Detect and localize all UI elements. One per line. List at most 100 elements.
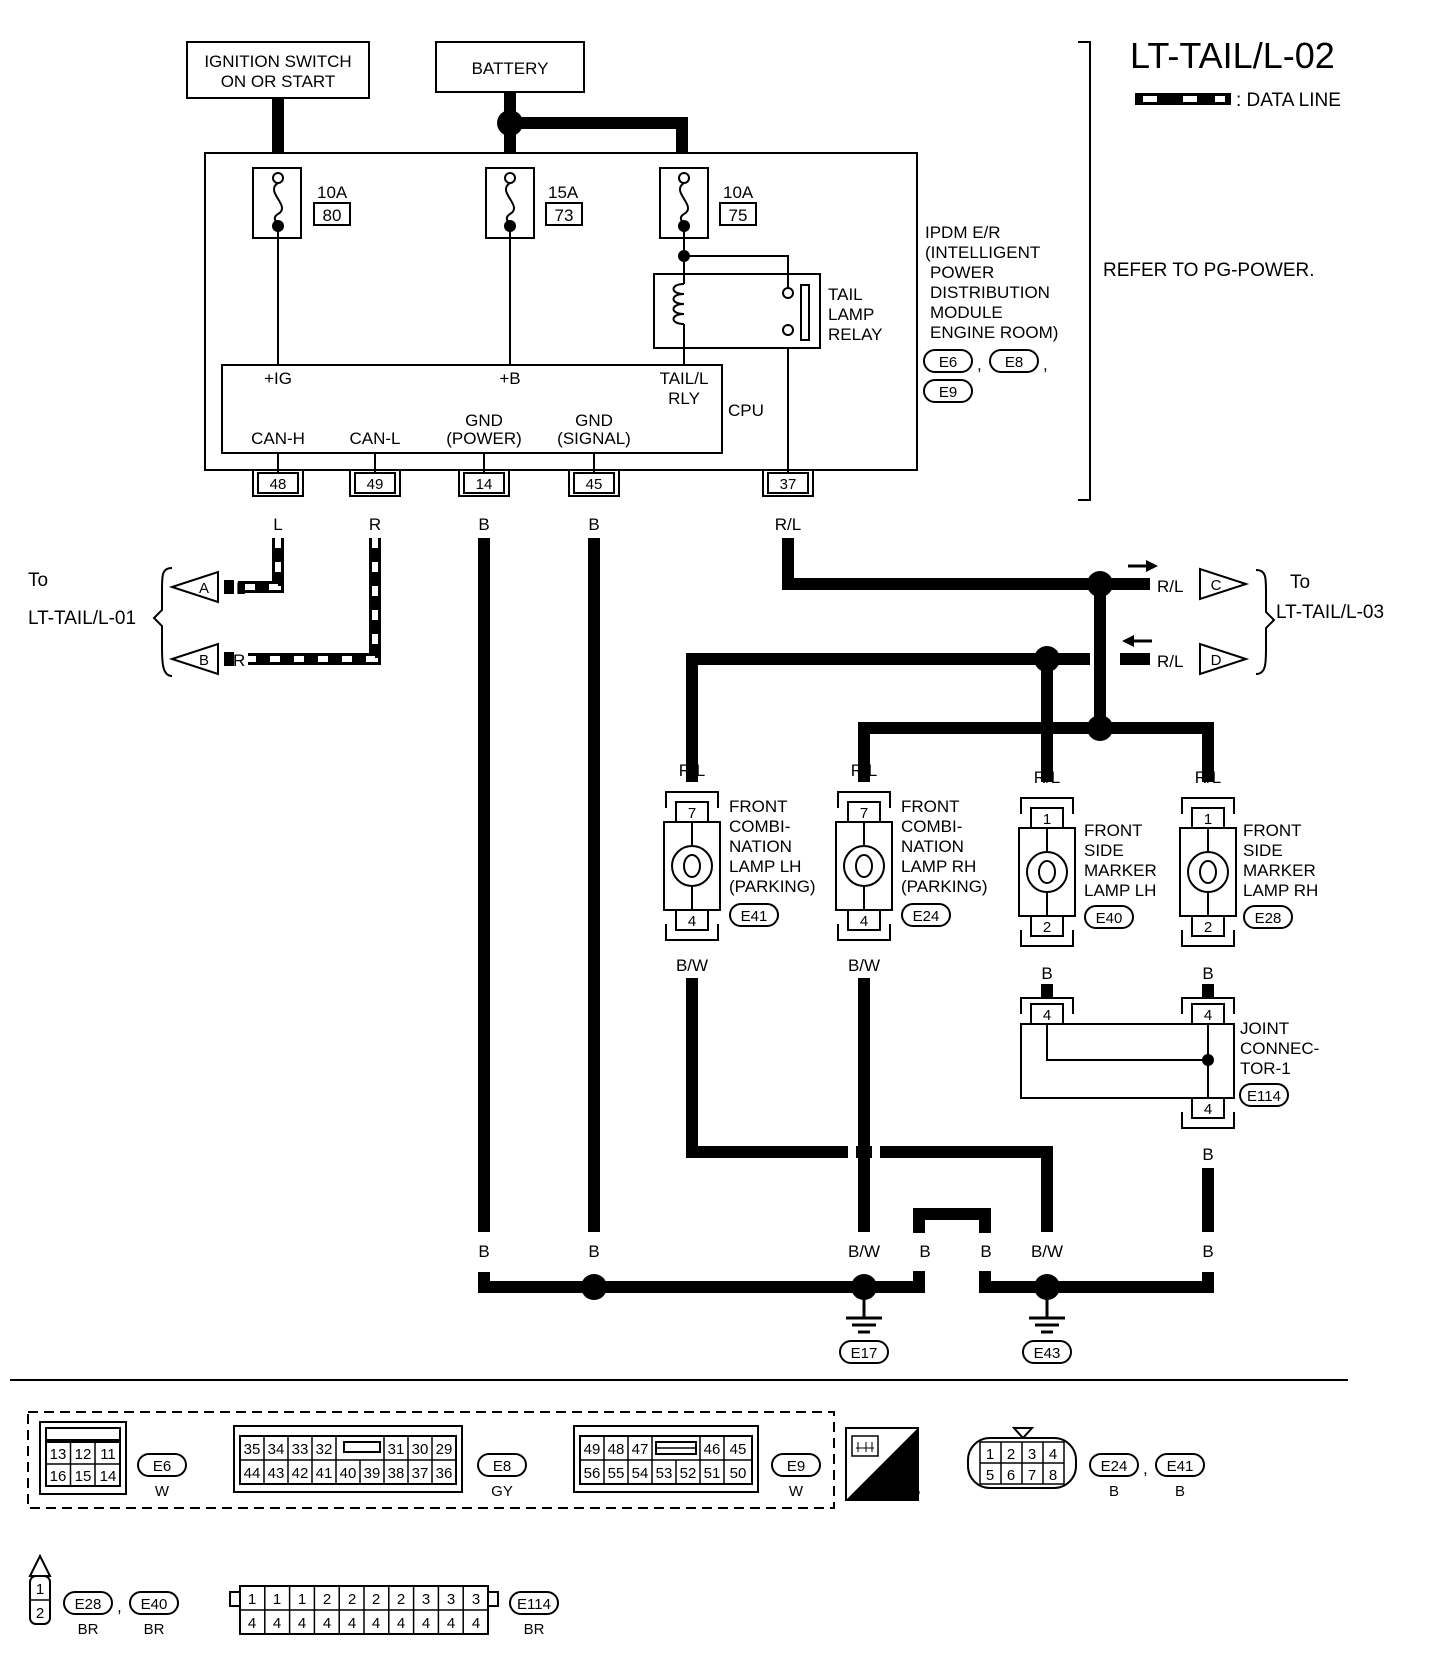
flow-arrow-out	[1128, 560, 1158, 572]
svg-text:55: 55	[608, 1465, 625, 1482]
svg-text:48: 48	[270, 476, 287, 493]
pin-37: 37	[762, 470, 814, 497]
svg-text:E43: E43	[1034, 1345, 1061, 1362]
svg-text:+IG: +IG	[264, 369, 292, 388]
wire-color-rl: R/L	[775, 515, 801, 534]
connector-face-e24-e41: 1 2 3 4 5 6 7 8 E24 , E41 B B	[967, 1427, 1205, 1500]
svg-text:4: 4	[348, 1615, 356, 1632]
svg-text:MARKER: MARKER	[1084, 861, 1157, 880]
svg-text:2: 2	[397, 1591, 405, 1608]
svg-text:E6: E6	[939, 354, 957, 371]
svg-text:E9: E9	[787, 1458, 805, 1475]
lamp1-in-color: R/L	[679, 761, 705, 780]
pin-48: 48	[252, 470, 304, 497]
gnd-color-5: B	[980, 1242, 991, 1261]
ipdm-box	[204, 152, 918, 471]
svg-text:10A: 10A	[723, 183, 754, 202]
svg-text:1: 1	[36, 1581, 44, 1598]
splice-lower	[1087, 715, 1113, 741]
svg-text:FRONT: FRONT	[729, 797, 788, 816]
connector-face-e8: 35 34 33 32 31 30 29 44 43 42 41 40 39 3…	[233, 1425, 527, 1500]
ground-e43: E43	[1022, 1298, 1072, 1364]
battery-box: BATTERY	[435, 41, 585, 93]
page-id: LT-TAIL/L-02	[1130, 35, 1335, 76]
svg-text:NATION: NATION	[901, 837, 964, 856]
svg-text:4: 4	[860, 913, 868, 930]
fuse-75: 10A 75	[659, 167, 757, 239]
left-brace	[152, 567, 173, 677]
svg-text:1: 1	[1043, 811, 1051, 828]
lamp4-out-color: B	[1202, 964, 1213, 983]
svg-text:SIDE: SIDE	[1084, 841, 1124, 860]
svg-text:(INTELLIGENT: (INTELLIGENT	[925, 243, 1040, 262]
svg-text:4: 4	[447, 1615, 455, 1632]
pin-14: 14	[458, 470, 510, 497]
svg-text:36: 36	[436, 1465, 453, 1482]
svg-text:80: 80	[323, 206, 342, 225]
svg-text:B: B	[199, 652, 209, 669]
svg-text:(PARKING): (PARKING)	[729, 877, 816, 896]
svg-text:COMBI-: COMBI-	[729, 817, 790, 836]
svg-text:B: B	[1109, 1483, 1119, 1500]
svg-text:53: 53	[656, 1465, 673, 1482]
front-combination-lamp-rh: 7 4 FRONT COMBI- NATION LAMP RH (PARKING…	[835, 791, 988, 941]
svg-text:2: 2	[1043, 919, 1051, 936]
svg-text:48: 48	[608, 1441, 625, 1458]
svg-text:10A: 10A	[317, 183, 348, 202]
svg-text:ENGINE ROOM): ENGINE ROOM)	[930, 323, 1058, 342]
svg-text:2: 2	[1204, 919, 1212, 936]
svg-text:TOR-1: TOR-1	[1240, 1059, 1291, 1078]
svg-text:W: W	[155, 1483, 170, 1500]
splice-c	[1087, 571, 1113, 597]
pin-49: 49	[349, 470, 401, 497]
to-left: To	[28, 570, 48, 591]
svg-text:FRONT: FRONT	[1243, 821, 1302, 840]
svg-text:NATION: NATION	[729, 837, 792, 856]
right-brace	[1255, 569, 1276, 675]
svg-text:52: 52	[680, 1465, 697, 1482]
svg-text:14: 14	[476, 476, 493, 493]
ground-wire-label-gaps	[470, 1233, 1222, 1271]
svg-text:38: 38	[388, 1465, 405, 1482]
arrow-b: B	[168, 642, 219, 676]
svg-text:TAIL/L: TAIL/L	[660, 369, 709, 388]
svg-text:46: 46	[704, 1441, 721, 1458]
svg-text:E9: E9	[939, 384, 957, 401]
svg-text:41: 41	[316, 1465, 333, 1482]
joint-connector-1: 4 4 4 JOINT CONNEC- TOR-1 E114	[1020, 984, 1319, 1129]
svg-text:E6: E6	[153, 1458, 171, 1475]
wire-color-b: B	[478, 515, 489, 534]
svg-text:4: 4	[472, 1615, 480, 1632]
svg-text:,: ,	[117, 1597, 122, 1616]
svg-text:11: 11	[100, 1446, 116, 1463]
svg-text:37: 37	[412, 1465, 429, 1482]
front-side-marker-lamp-rh: 1 2 FRONT SIDE MARKER LAMP RH E28	[1179, 797, 1318, 947]
svg-text:4: 4	[372, 1615, 380, 1632]
cpu-stubs	[277, 453, 595, 478]
connector-face-e28-e40: 1 2 E28 , E40 BR BR	[28, 1553, 179, 1638]
svg-text:C: C	[1211, 577, 1222, 594]
ipdm-bracket	[1078, 41, 1091, 501]
svg-text:E24: E24	[913, 908, 940, 925]
fuse-80: 10A 80	[252, 167, 351, 239]
svg-text:1: 1	[1204, 811, 1212, 828]
svg-text:POWER: POWER	[930, 263, 994, 282]
svg-text:4: 4	[273, 1615, 281, 1632]
svg-text:31: 31	[388, 1441, 405, 1458]
svg-text:6: 6	[1007, 1467, 1015, 1484]
svg-text:4: 4	[1204, 1007, 1212, 1024]
front-combination-lamp-lh: 7 4 FRONT COMBI- NATION LAMP LH (PARKING…	[663, 791, 816, 941]
svg-text:14: 14	[100, 1468, 117, 1485]
arrow-c: C	[1199, 567, 1250, 601]
svg-text:CONNEC-: CONNEC-	[1240, 1039, 1319, 1058]
svg-text:12: 12	[75, 1446, 92, 1463]
svg-text:2: 2	[323, 1591, 331, 1608]
svg-text:E17: E17	[851, 1345, 878, 1362]
svg-text:MODULE: MODULE	[930, 303, 1003, 322]
tail-lamp-relay: TAIL LAMP RELAY	[653, 273, 883, 349]
svg-text:LAMP: LAMP	[828, 305, 874, 324]
svg-text:44: 44	[244, 1465, 261, 1482]
svg-text:CAN-H: CAN-H	[251, 429, 305, 448]
ground-e17: E17	[839, 1298, 889, 1364]
svg-text:47: 47	[632, 1441, 649, 1458]
